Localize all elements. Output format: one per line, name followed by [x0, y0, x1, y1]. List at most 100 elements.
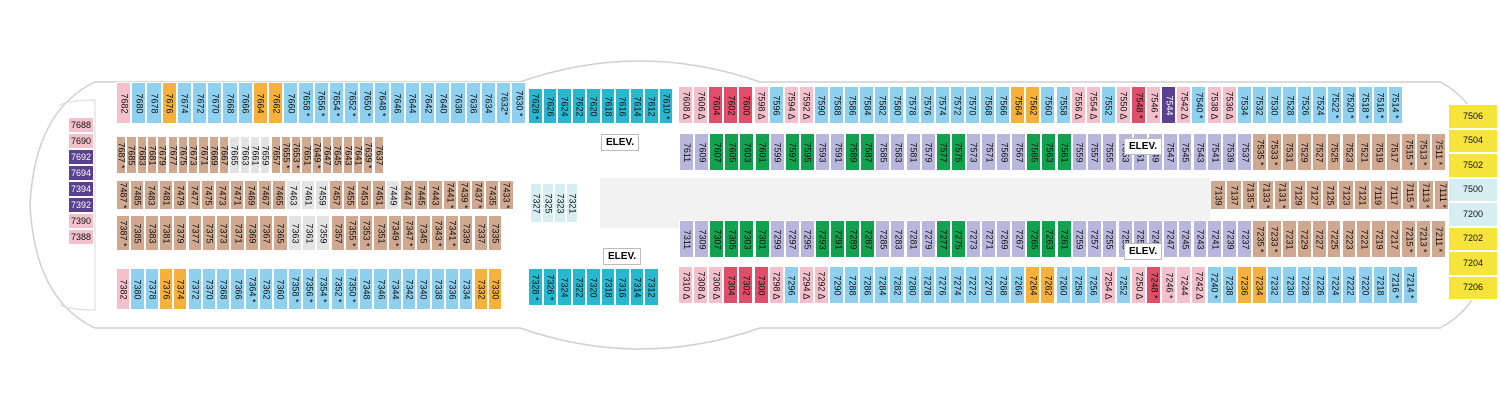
cabin-7204[interactable]: 7204 [1448, 251, 1498, 276]
cabin-7676[interactable]: 7676 [161, 82, 177, 124]
cabin-7602[interactable]: 7602 [723, 86, 739, 124]
cabin-7373[interactable]: 7373 [216, 215, 231, 251]
cabin-7632[interactable]: 7632* [496, 82, 512, 124]
cabin-7326[interactable]: 7326 * [542, 268, 557, 306]
cabin-7435[interactable]: 7435 [485, 180, 500, 210]
cabin-7547[interactable]: 7547 [1162, 133, 1178, 171]
cabin-7266[interactable]: 7266 [1010, 266, 1026, 304]
cabin-7247[interactable]: 7247 [1162, 220, 1178, 258]
cabin-7605[interactable]: 7605 [724, 133, 740, 171]
cabin-7230[interactable]: 7230 [1282, 266, 1298, 304]
cabin-7678[interactable]: 7678 [146, 82, 162, 124]
cabin-7649[interactable]: 7649 * [311, 136, 322, 174]
cabin-7669[interactable]: 7669 [208, 136, 219, 174]
cabin-7485[interactable]: 7485 [130, 180, 145, 210]
cabin-7349[interactable]: 7349 * [387, 215, 402, 251]
cabin-7392[interactable]: 7392 [68, 197, 94, 213]
cabin-7592[interactable]: 7592 Δ [798, 86, 814, 124]
cabin-7254[interactable]: 7254 Δ [1100, 266, 1116, 304]
cabin-7273[interactable]: 7273 [965, 220, 981, 258]
cabin-7258[interactable]: 7258 [1070, 266, 1086, 304]
cabin-7575[interactable]: 7575 [950, 133, 966, 171]
cabin-7538[interactable]: 7538 Δ [1206, 86, 1222, 124]
cabin-7487[interactable]: 7487 * [116, 180, 131, 210]
cabin-7544[interactable]: 7544 [1161, 86, 1177, 124]
cabin-7127[interactable]: 7127 [1306, 180, 1322, 210]
cabin-7119[interactable]: 7119 [1370, 180, 1386, 210]
cabin-7662[interactable]: 7662 [268, 82, 284, 124]
cabin-7139[interactable]: 7139 [1210, 180, 1226, 210]
cabin-7328[interactable]: 7328 * [528, 268, 543, 306]
cabin-7214[interactable]: 7214 * [1402, 266, 1418, 304]
cabin-7443[interactable]: 7443 [428, 180, 443, 210]
cabin-7298[interactable]: 7298 Δ [768, 266, 784, 304]
cabin-7294[interactable]: 7294 Δ [798, 266, 814, 304]
cabin-7287[interactable]: 7287 [860, 220, 876, 258]
cabin-7677[interactable]: 7677 [167, 136, 178, 174]
cabin-7671[interactable]: 7671 [198, 136, 209, 174]
cabin-7449[interactable]: 7449 [385, 180, 400, 210]
cabin-7545[interactable]: 7545 [1177, 133, 1193, 171]
cabin-7583[interactable]: 7583 [890, 133, 906, 171]
cabin-7364[interactable]: 7364 * [244, 268, 259, 310]
cabin-7533[interactable]: 7533 * [1267, 133, 1282, 171]
cabin-7578[interactable]: 7578 [904, 86, 920, 124]
cabin-7375[interactable]: 7375 [201, 215, 217, 251]
cabin-7226[interactable]: 7226 [1312, 266, 1328, 304]
cabin-7668[interactable]: 7668 [222, 82, 238, 124]
cabin-7660[interactable]: 7660 [283, 82, 299, 124]
cabin-7589[interactable]: 7589 [845, 133, 861, 171]
cabin-7359[interactable]: 7359 [316, 215, 331, 251]
cabin-7385[interactable]: 7385 [130, 215, 145, 251]
cabin-7278[interactable]: 7278 [919, 266, 935, 304]
cabin-7451[interactable]: 7451 [371, 180, 386, 210]
cabin-7513[interactable]: 7513 * [1416, 133, 1431, 171]
cabin-7515[interactable]: 7515 * [1401, 133, 1416, 171]
cabin-7352[interactable]: 7352 * [330, 268, 345, 310]
cabin-7330[interactable]: 7330 [487, 268, 503, 310]
cabin-7532[interactable]: 7532 [1251, 86, 1267, 124]
cabin-7690[interactable]: 7690 [68, 133, 94, 149]
cabin-7433[interactable]: 7433 * [499, 180, 514, 210]
cabin-7281[interactable]: 7281 [905, 220, 921, 258]
cabin-7344[interactable]: 7344 [387, 268, 402, 310]
cabin-7365[interactable]: 7365 [273, 215, 288, 251]
cabin-7363[interactable]: 7363 [287, 215, 302, 251]
cabin-7453[interactable]: 7453 [357, 180, 372, 210]
cabin-7378[interactable]: 7378 [144, 268, 159, 310]
cabin-7607[interactable]: 7607 [709, 133, 725, 171]
cabin-7239[interactable]: 7239 [1222, 220, 1238, 258]
cabin-7236[interactable]: 7236 [1236, 266, 1252, 304]
cabin-7233[interactable]: 7233 * [1267, 220, 1282, 258]
cabin-7370[interactable]: 7370 [201, 268, 217, 310]
cabin-7290[interactable]: 7290 [829, 266, 845, 304]
cabin-7238[interactable]: 7238 [1221, 266, 1237, 304]
cabin-7246[interactable]: 7246 * [1161, 266, 1177, 304]
cabin-7563[interactable]: 7563 [1041, 133, 1057, 171]
cabin-7477[interactable]: 7477 [187, 180, 202, 210]
cabin-7123[interactable]: 7123 [1338, 180, 1354, 210]
cabin-7523[interactable]: 7523 [1341, 133, 1357, 171]
cabin-7310[interactable]: 7310 Δ [678, 266, 694, 304]
cabin-7340[interactable]: 7340 [416, 268, 431, 310]
cabin-7372[interactable]: 7372 [187, 268, 202, 310]
cabin-7601[interactable]: 7601 [754, 133, 770, 171]
cabin-7588[interactable]: 7588 [829, 86, 845, 124]
cabin-7280[interactable]: 7280 [904, 266, 920, 304]
cabin-7609[interactable]: 7609 [694, 133, 710, 171]
cabin-7673[interactable]: 7673 [188, 136, 199, 174]
cabin-7358[interactable]: 7358 * [287, 268, 302, 310]
cabin-7692[interactable]: 7692 [68, 149, 94, 165]
cabin-7614[interactable]: 7614 [629, 88, 644, 124]
cabin-7459[interactable]: 7459 [314, 180, 329, 210]
cabin-7518[interactable]: 7518 * [1357, 86, 1373, 124]
cabin-7554[interactable]: 7554 Δ [1085, 86, 1101, 124]
cabin-7366[interactable]: 7366 [230, 268, 245, 310]
cabin-7222[interactable]: 7222 [1342, 266, 1358, 304]
cabin-7325[interactable]: 7325 [542, 183, 554, 223]
cabin-7218[interactable]: 7218 [1372, 266, 1388, 304]
cabin-7276[interactable]: 7276 [934, 266, 950, 304]
cabin-7650[interactable]: 7650 * [359, 82, 375, 124]
cabin-7235[interactable]: 7235 * [1252, 220, 1267, 258]
cabin-7353[interactable]: 7353 * [359, 215, 374, 251]
